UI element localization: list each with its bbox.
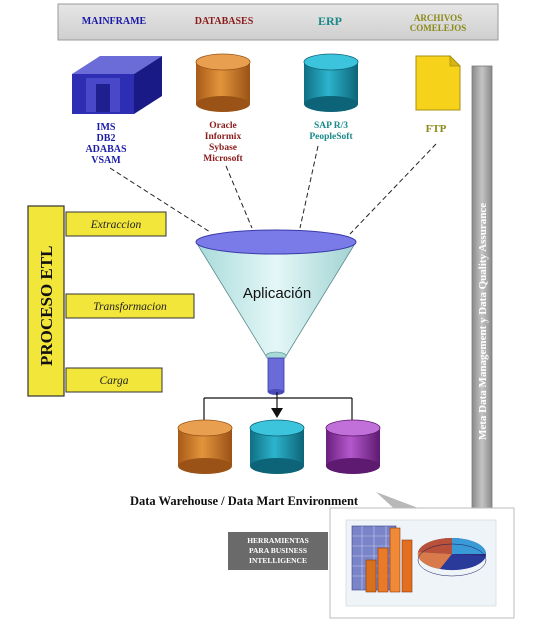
mainframe-source-4: VSAM	[91, 155, 121, 166]
erp-cylinder-icon	[303, 53, 359, 112]
etl-step-extraccion: Extraccion	[90, 219, 142, 231]
header-banner: MAINFRAME DATABASES ERP ARCHIVOS COMELEJ…	[57, 3, 499, 41]
etl-step-carga: Carga	[100, 375, 129, 387]
down-arrow-icon	[271, 408, 283, 418]
header-mainframe: MAINFRAME	[82, 16, 147, 27]
database-source-3: Sybase	[209, 143, 237, 153]
bi-label-line3: INTELLIGENCE	[249, 556, 307, 565]
metadata-side-arrow: Meta Data Management y Data Quality Assu…	[463, 65, 501, 593]
bi-chart-illustration	[351, 525, 487, 593]
mainframe-icon	[72, 56, 162, 114]
target-cylinder-teal	[249, 419, 305, 474]
file-icon	[415, 55, 461, 111]
source-connectors	[109, 143, 437, 235]
funnel	[195, 229, 357, 395]
ftp-label: FTP	[426, 123, 447, 135]
bi-label-line1: HERRAMIENTAS	[247, 536, 309, 545]
bi-tools-panel	[329, 507, 515, 619]
metadata-label: Meta Data Management y Data Quality Assu…	[477, 203, 489, 440]
header-archivos-line2: COMELEJOS	[410, 23, 467, 33]
mainframe-source-1: IMS	[97, 122, 116, 133]
databases-cylinder-icon	[195, 53, 251, 112]
target-cylinder-purple	[325, 419, 381, 474]
target-cylinder-orange	[177, 419, 233, 474]
erp-source-1: SAP R/3	[314, 121, 348, 131]
distribution-connector	[203, 392, 353, 420]
mainframe-sources: IMS DB2 ADABAS VSAM	[85, 122, 127, 166]
mainframe-source-2: DB2	[97, 133, 116, 144]
mainframe-source-3: ADABAS	[85, 144, 127, 155]
bi-label-box: HERRAMIENTAS PARA BUSINESS INTELLIGENCE	[228, 532, 328, 570]
funnel-label: Aplicación	[243, 285, 311, 302]
erp-sources: SAP R/3 PeopleSoft	[309, 121, 353, 142]
header-databases: DATABASES	[195, 16, 254, 27]
database-source-2: Informix	[205, 132, 242, 142]
etl-step-transformacion: Transformacion	[93, 301, 167, 313]
bi-label-line2: PARA BUSINESS	[249, 546, 307, 555]
header-archivos-line1: ARCHIVOS	[414, 13, 462, 23]
database-source-4: Microsoft	[203, 154, 243, 164]
environment-label: Data Warehouse / Data Mart Environment	[130, 494, 359, 508]
etl-process-box: PROCESO ETL Extraccion Transformacion Ca…	[27, 205, 195, 397]
database-sources: Oracle Informix Sybase Microsoft	[203, 121, 243, 164]
erp-source-2: PeopleSoft	[309, 132, 353, 142]
database-source-1: Oracle	[209, 121, 236, 131]
etl-title: PROCESO ETL	[37, 246, 56, 366]
header-erp: ERP	[318, 14, 342, 28]
